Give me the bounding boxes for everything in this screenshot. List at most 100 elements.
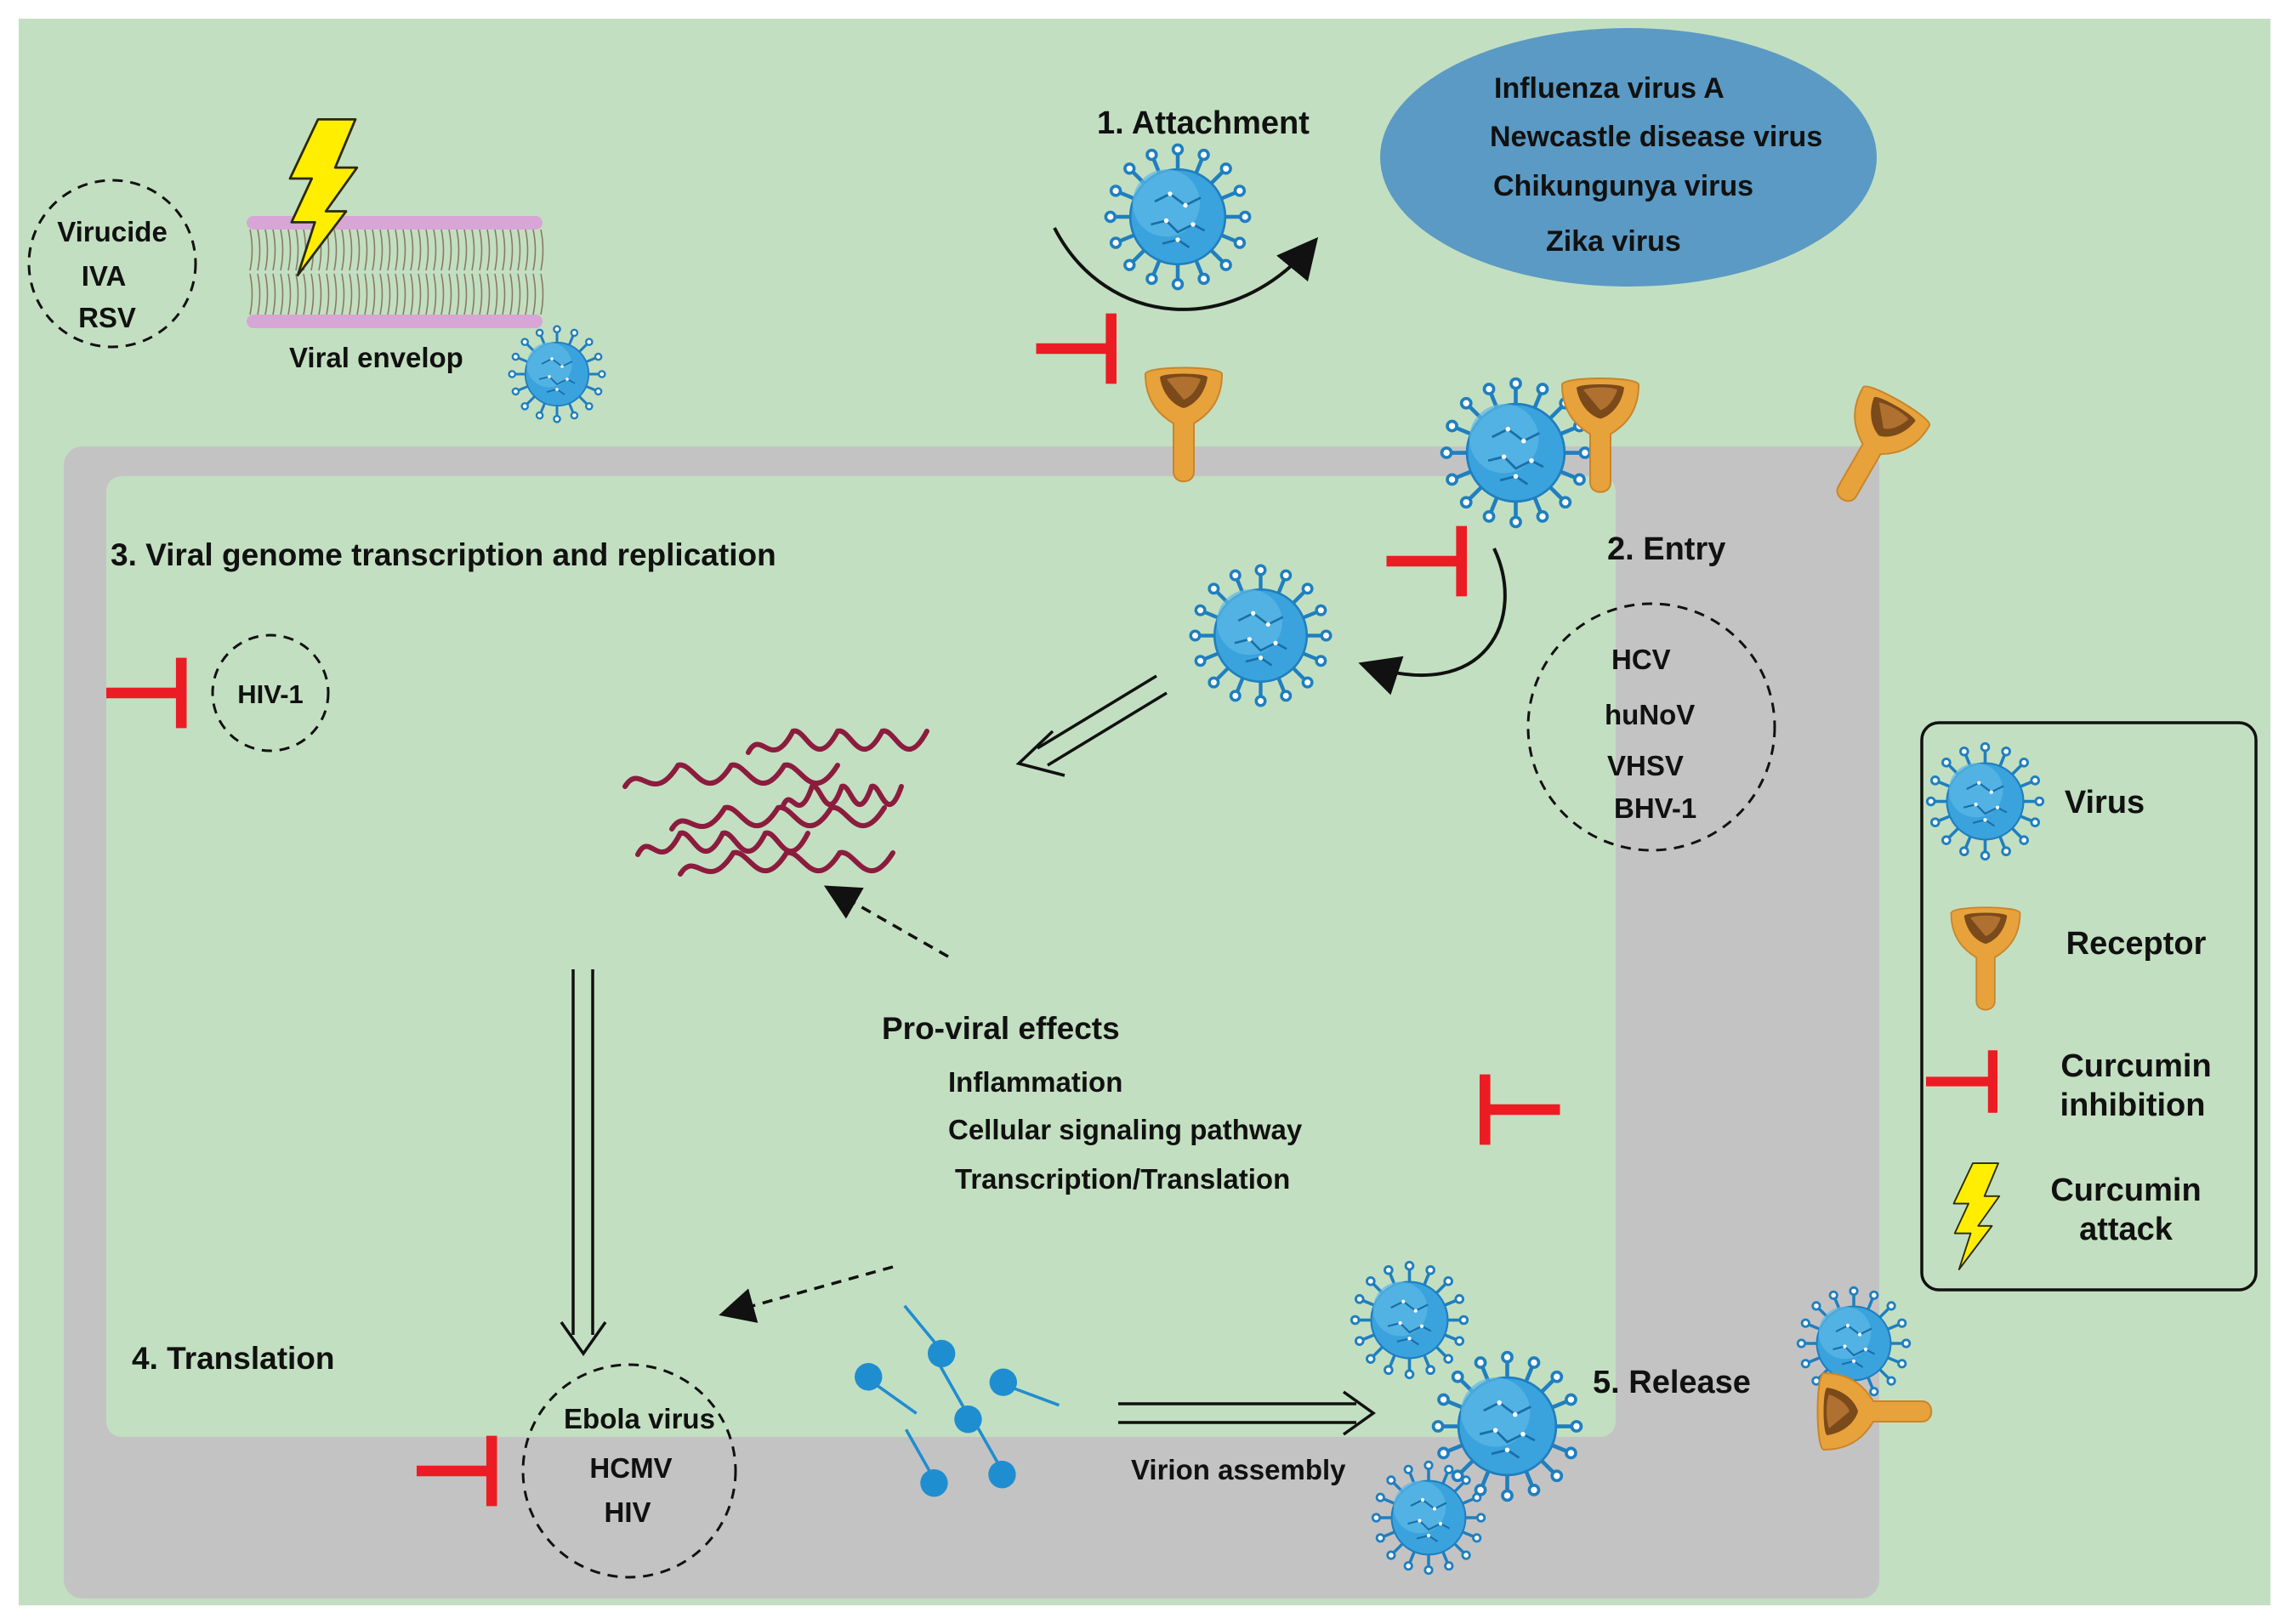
- lipid-tail: [272, 273, 276, 315]
- legend-box: [1920, 721, 2258, 1292]
- lipid-tail: [502, 273, 506, 315]
- lipid-tail: [425, 229, 429, 271]
- lipid-tail: [387, 229, 391, 271]
- lipid-tail: [257, 273, 261, 315]
- lipid-tail: [525, 229, 529, 271]
- lipid-tail: [303, 273, 307, 315]
- entry-virus-3: VHSV: [1607, 750, 1684, 781]
- virus-icon: [1105, 145, 1249, 288]
- virus-icon: [508, 325, 606, 423]
- translation-virus-1: Ebola virus: [564, 1403, 715, 1434]
- stage-entry: 2. Entry: [1607, 531, 1725, 567]
- lipid-tail: [540, 229, 544, 271]
- lipid-tail: [410, 273, 414, 315]
- lipid-tail: [494, 273, 498, 315]
- lipid-tail: [448, 273, 452, 315]
- lipid-tail: [280, 229, 284, 271]
- cytoplasm: [106, 476, 1616, 1437]
- virion-assembly-double-arrow: [1118, 1390, 1377, 1436]
- lipid-tail: [318, 273, 322, 315]
- pro-viral-title: Pro-viral effects: [882, 1011, 1120, 1046]
- translation-group-circle: [521, 1363, 737, 1579]
- lipid-tail: [502, 229, 506, 271]
- lipid-tail: [379, 229, 384, 271]
- lipid-tail: [486, 229, 491, 271]
- lipid-tail: [509, 229, 514, 271]
- pro-viral-to-translation-arrow: [719, 1265, 894, 1323]
- lipid-tail: [479, 229, 483, 271]
- lipid-tail: [418, 229, 422, 271]
- translation-virus-3: HIV: [604, 1496, 651, 1528]
- lipid-tail: [356, 229, 361, 271]
- attachment-virus-ellipse: [1380, 28, 1877, 287]
- lipid-tail: [509, 273, 514, 315]
- legend-label-virus: Virus: [2065, 785, 2145, 821]
- lipid-tail: [418, 273, 422, 315]
- virus-icon: [1350, 1260, 1469, 1380]
- pro-viral-item-3: Transcription/Translation: [955, 1163, 1290, 1195]
- legend-label-attack-line1: Curcumin: [2050, 1173, 2201, 1208]
- translation-virus-2: HCMV: [589, 1452, 672, 1484]
- rna-strand: [622, 762, 840, 789]
- lipid-tail: [287, 273, 292, 315]
- virion-assembly-label: Virion assembly: [1131, 1454, 1346, 1485]
- lipid-tail: [257, 229, 261, 271]
- attachment-virus-3: Chikungunya virus: [1493, 170, 1753, 202]
- stage-translation: 4. Translation: [132, 1341, 335, 1376]
- virucide-virus-iva: IVA: [82, 260, 127, 292]
- entry-virus-1: HCV: [1611, 644, 1671, 675]
- lipid-tail: [395, 229, 399, 271]
- entry-virus-4: BHV-1: [1614, 792, 1696, 824]
- viral-rna-strands: [622, 728, 929, 877]
- lipid-tail: [486, 273, 491, 315]
- lipid-tail: [448, 229, 452, 271]
- rna-strand: [678, 849, 895, 877]
- lipid-tail: [433, 273, 437, 315]
- virucide-label: Virucide: [57, 216, 168, 247]
- lipid-tail: [440, 229, 445, 271]
- legend-label-inhibition-line1: Curcumin: [2060, 1048, 2211, 1084]
- lipid-tail: [364, 273, 368, 315]
- virucide-group-circle: [27, 179, 197, 349]
- pro-viral-to-rna-arrow: [823, 885, 949, 958]
- translation-double-arrow: [560, 969, 607, 1357]
- lipid-tail: [341, 273, 345, 315]
- replication-virus-1: HIV-1: [237, 679, 304, 709]
- stage-release: 5. Release: [1593, 1365, 1751, 1400]
- lipid-tail: [372, 229, 376, 271]
- entry-arrow: [1358, 548, 1507, 696]
- lipid-tail: [456, 229, 460, 271]
- attachment-virus-1: Influenza virus A: [1494, 72, 1725, 105]
- lipid-tail: [402, 229, 406, 271]
- lipid-tail: [540, 273, 544, 315]
- stage-attachment: 1. Attachment: [1097, 105, 1310, 141]
- lipid-tail: [249, 273, 253, 315]
- lipid-tail: [517, 229, 521, 271]
- replication-group-circle: [211, 633, 330, 752]
- lipid-tail: [387, 273, 391, 315]
- lipid-tail: [463, 229, 468, 271]
- lipid-tail: [264, 273, 269, 315]
- lipid-tail: [433, 229, 437, 271]
- viral-envelope-label: Viral envelop: [289, 342, 463, 373]
- uncoating-double-arrow: [1015, 674, 1168, 777]
- legend-label-receptor: Receptor: [2066, 926, 2207, 962]
- lipid-tail: [333, 273, 338, 315]
- lipid-tail: [356, 273, 361, 315]
- lipid-tail: [310, 273, 315, 315]
- lipid-tail: [463, 273, 468, 315]
- attachment-virus-2: Newcastle disease virus: [1490, 121, 1822, 153]
- stage-replication: 3. Viral genome transcription and replic…: [111, 537, 776, 572]
- virucide-virus-rsv: RSV: [78, 302, 136, 333]
- attachment-virus-4: Zika virus: [1546, 225, 1681, 258]
- lipid-tail: [479, 273, 483, 315]
- lipid-tail: [272, 229, 276, 271]
- lipid-tail: [494, 229, 498, 271]
- lipid-tail: [349, 229, 353, 271]
- virus-icon: [1371, 1460, 1486, 1576]
- rna-strand: [635, 830, 810, 857]
- lipid-tail: [532, 273, 537, 315]
- attachment-arrow: [1053, 227, 1319, 311]
- virus-icon: [1434, 1353, 1582, 1501]
